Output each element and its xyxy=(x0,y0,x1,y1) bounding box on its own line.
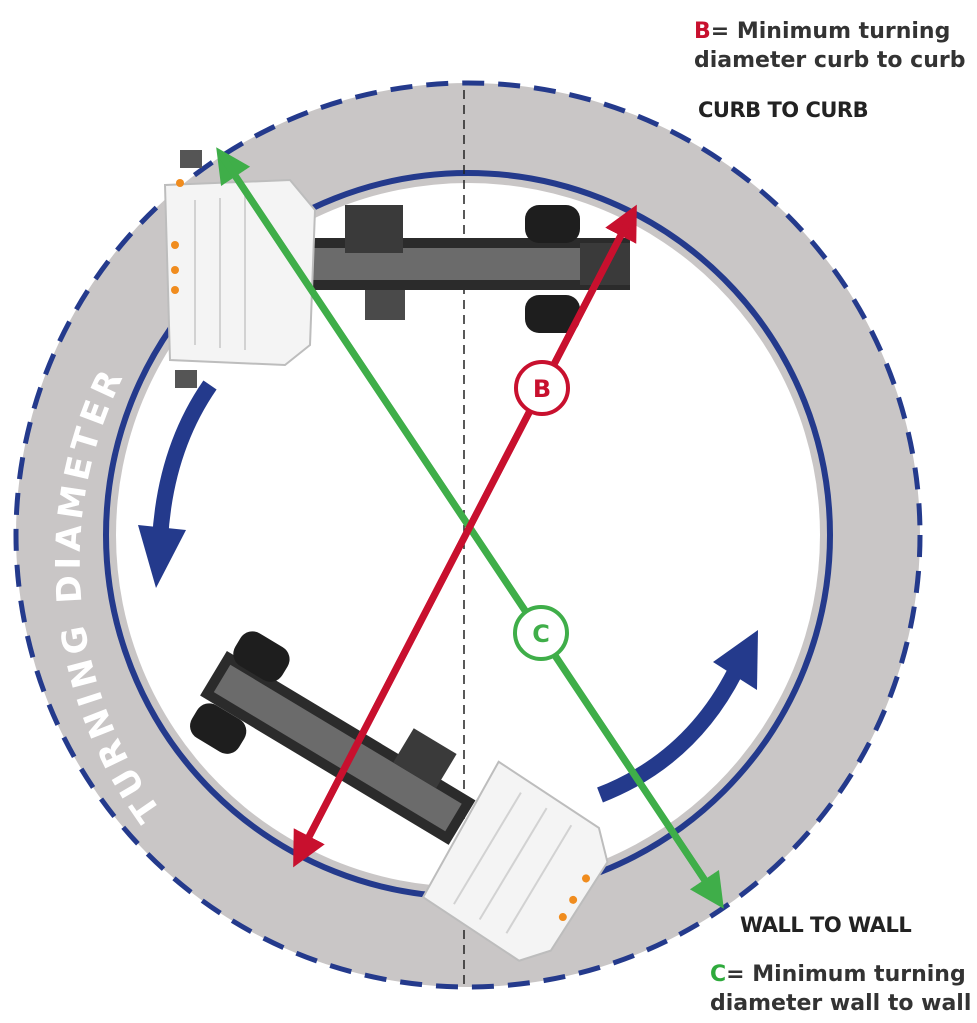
legend-b-text: = Minimum turning xyxy=(710,19,951,44)
marker-b: B xyxy=(514,360,570,416)
legend-b-line2: diameter curb to curb xyxy=(694,48,966,73)
legend-c-line2: diameter wall to wall xyxy=(710,991,972,1016)
marker-b-label: B xyxy=(533,375,551,403)
turn-arrow-left-icon xyxy=(138,380,217,588)
wall-dashed-circle xyxy=(13,80,923,990)
legend-c: C= Minimum turning diameter wall to wall xyxy=(710,960,971,1018)
truck-top-view-icon xyxy=(190,631,609,962)
turn-arrow-right-icon xyxy=(597,630,758,803)
legend-c-text: = Minimum turning xyxy=(726,962,966,987)
legend-c-key: C xyxy=(710,962,727,987)
heading-wall-to-wall: WALL TO WALL xyxy=(740,913,912,937)
dimension-b-arrow-icon xyxy=(293,212,636,868)
heading-curb-to-curb: CURB TO CURB xyxy=(698,98,869,122)
marker-c-label: C xyxy=(532,620,550,648)
legend-b: B= Minimum turning diameter curb to curb xyxy=(694,17,965,75)
legend-b-key: B xyxy=(694,19,711,44)
marker-c: C xyxy=(513,605,569,661)
truck-top-view-icon xyxy=(163,150,630,388)
